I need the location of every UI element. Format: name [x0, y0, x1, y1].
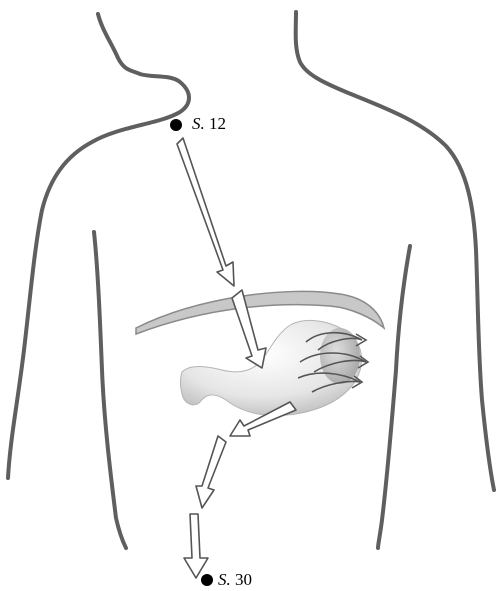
flow-arrow-5 — [184, 514, 208, 578]
diaphragm — [136, 291, 384, 334]
point-label-lower: S. 30 — [218, 570, 252, 590]
body-outline — [8, 12, 494, 548]
point-label-lower-number: 30 — [235, 570, 252, 589]
point-dot-upper — [170, 119, 182, 131]
stomach — [181, 320, 362, 415]
point-label-lower-prefix: S. — [218, 570, 231, 589]
flow-arrow-1 — [177, 138, 234, 286]
right-inner-arm-outline — [378, 246, 410, 548]
point-dot-lower — [201, 574, 213, 586]
point-label-upper: S. 12 — [192, 114, 226, 134]
point-label-upper-number: 12 — [209, 114, 226, 133]
flow-arrow-4 — [196, 436, 226, 508]
left-neck-shoulder-outline — [8, 14, 189, 478]
right-neck-shoulder-outline — [296, 12, 494, 490]
point-label-upper-prefix: S. — [192, 114, 205, 133]
left-inner-arm-outline — [94, 232, 126, 548]
